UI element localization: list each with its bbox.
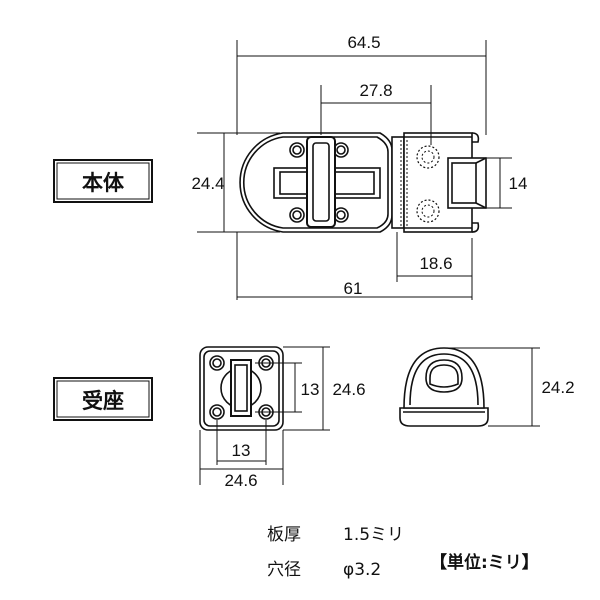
spec-thickness-label: 板厚 [267,525,301,545]
dim-receiver-width: 24.6 [224,471,257,490]
label-box-body: 本体 [53,159,153,203]
spec-hole-value: φ3.2 [343,560,381,580]
dim-receiver-inner-width: 13 [232,441,251,460]
dim-body-total-width: 64.5 [347,33,380,52]
dim-receiver-side-height: 24.2 [541,378,574,397]
body-dimensions [197,40,512,300]
dim-receiver-inner-height: 13 [301,380,320,399]
receiver-side-drawing [399,347,489,427]
receiver-side-dimension [444,347,540,427]
dim-receiver-height: 24.6 [332,380,365,399]
dim-body-slot-height: 14 [509,174,528,193]
body-dimension-labels: 64.5 27.8 24.4 14 18.6 61 [191,33,527,298]
label-body: 本体 [82,171,125,195]
receiver-front-drawing [199,346,284,431]
spec-thickness-value: 1.5ミリ [343,525,404,545]
unit-note: 【単位:ミリ】 [430,552,539,573]
spec-notes: 板厚 1.5ミリ 穴径 φ3.2 【単位:ミリ】 [267,525,539,580]
spec-hole-label: 穴径 [267,560,301,580]
receiver-front-dimensions [199,346,330,485]
label-box-receiver: 受座 [53,377,153,421]
dim-body-right-width: 18.6 [419,254,452,273]
body-part-drawing [239,132,487,233]
label-receiver: 受座 [82,389,124,413]
dim-body-base-width: 61 [344,279,363,298]
receiver-front-dimension-labels: 13 24.6 13 24.6 [224,380,365,490]
dim-body-height: 24.4 [191,174,224,193]
dim-body-partial-width: 27.8 [359,81,392,100]
